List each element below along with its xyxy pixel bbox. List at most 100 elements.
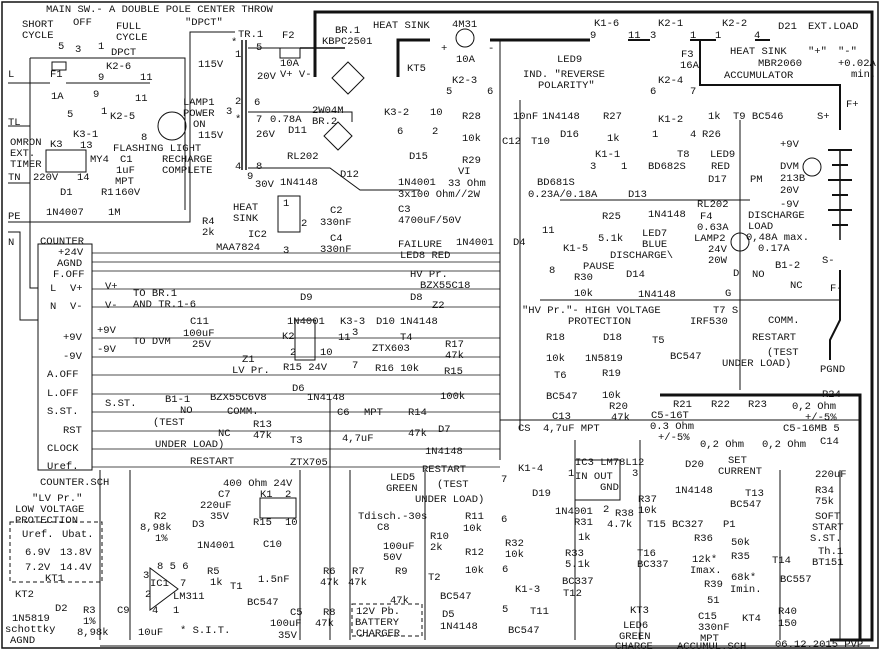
component-label: 1M xyxy=(108,207,121,219)
component-label: F- xyxy=(830,283,843,295)
component-label: OMRON xyxy=(10,137,42,149)
component-label: K3-3 xyxy=(340,316,366,328)
component-label: 6.9V xyxy=(25,547,51,559)
component-label: PROTECTION xyxy=(15,515,79,527)
component-label: min. xyxy=(851,69,877,81)
component-label: BT151 xyxy=(812,557,844,569)
component-label: T10 xyxy=(531,136,550,148)
component-label: 1 xyxy=(568,468,575,480)
component-label: "-" xyxy=(838,46,857,58)
component-label: R20 xyxy=(609,401,628,413)
component-label: F2 xyxy=(282,30,295,42)
component-label: 8,98k xyxy=(140,522,172,534)
component-label: DISCHARGE xyxy=(748,210,805,222)
component-label: D17 xyxy=(708,174,727,186)
component-label: 1uF xyxy=(116,165,135,177)
component-label: 10k xyxy=(546,353,565,365)
component-label: V+ xyxy=(105,281,118,293)
component-label: LED6 xyxy=(623,620,649,632)
component-label: 5 xyxy=(502,604,509,616)
component-label: COUNTER.SCH xyxy=(40,477,110,489)
component-label: KT4 xyxy=(742,613,761,625)
component-label: SET xyxy=(728,455,747,467)
component-label: * xyxy=(235,114,242,126)
component-label: BZX55C18 xyxy=(420,280,471,292)
component-label: R40 xyxy=(778,606,797,618)
component-label: SOFT xyxy=(815,511,841,523)
component-label: 5 xyxy=(58,41,65,53)
component-label: ON xyxy=(193,119,206,131)
component-label: R7 xyxy=(352,566,365,578)
power-bus xyxy=(699,40,841,130)
component-label: 220uF xyxy=(815,469,847,481)
component-label: V+ xyxy=(70,283,83,295)
component-label: 150 xyxy=(778,618,797,630)
component-label: D19 xyxy=(532,488,551,500)
component-label: CYCLE xyxy=(116,32,148,44)
component-label: POLARITY" xyxy=(538,80,595,92)
relay-k1-coil xyxy=(259,497,297,519)
component-label: Ubat. xyxy=(62,529,94,541)
component-label: FLASHING LIGHT xyxy=(113,143,202,155)
component-label: DPCT xyxy=(111,47,137,59)
component-label: LOAD xyxy=(748,221,774,233)
component-label: 0.78A xyxy=(270,114,302,126)
component-label: Z1 xyxy=(242,354,255,366)
component-label: CYCLE xyxy=(22,30,54,42)
component-label: -9V xyxy=(780,199,799,211)
component-label: 3 xyxy=(143,570,150,582)
component-label: MY4 xyxy=(90,154,109,166)
component-label: K1-1 xyxy=(595,149,621,161)
component-label: R6 xyxy=(323,566,336,578)
component-label: KT2 xyxy=(15,589,34,601)
component-label: V+ V- xyxy=(280,69,312,81)
component-label: 47k xyxy=(320,577,339,589)
component-label: 30V xyxy=(255,179,274,191)
component-label: 11 xyxy=(338,332,351,344)
component-label: 9 xyxy=(590,30,597,42)
component-label: 4 xyxy=(690,129,697,141)
component-label: 4M31 xyxy=(452,19,478,31)
component-label: R16 10k xyxy=(375,363,420,375)
component-label: 2 xyxy=(301,218,308,230)
component-label: D12 xyxy=(340,169,359,181)
component-label: T8 xyxy=(677,149,690,161)
component-label: 2 xyxy=(432,126,439,138)
component-label: 51 xyxy=(707,595,720,607)
component-label: LED9 xyxy=(710,149,736,161)
component-label: 3 xyxy=(75,44,82,56)
component-label: 75k xyxy=(815,496,834,508)
component-label: C14 xyxy=(820,436,839,448)
component-label: (TEST xyxy=(153,417,185,429)
component-label: COMM. xyxy=(227,406,259,418)
component-label: HEAT xyxy=(233,202,259,214)
shunt-bus xyxy=(660,393,862,640)
component-label: F.OFF xyxy=(53,269,85,281)
bridge-br1 xyxy=(331,61,365,95)
component-label: R15 24V xyxy=(283,362,328,374)
component-label: 1N4148 xyxy=(425,446,463,458)
component-label: 3 xyxy=(226,106,233,118)
component-label: KT5 xyxy=(407,63,426,75)
component-label: R24 xyxy=(822,389,841,401)
component-label: 6 xyxy=(650,86,657,98)
component-label: 115V xyxy=(198,130,224,142)
component-label: 2 xyxy=(603,504,610,516)
component-label: K3-1 xyxy=(73,129,99,141)
component-label: 3 xyxy=(283,245,290,257)
component-label: R12 xyxy=(465,547,484,559)
component-label: TR.1 xyxy=(238,29,264,41)
component-label: S- xyxy=(822,255,835,267)
battery-charger-box xyxy=(351,603,423,637)
component-label: 9 xyxy=(98,72,105,84)
component-label: D10 xyxy=(376,316,395,328)
component-label: KT1 xyxy=(45,573,64,585)
component-label: D1 xyxy=(60,187,73,199)
component-label: R32 xyxy=(505,538,524,550)
component-label: BC327 xyxy=(672,519,704,531)
component-label: R30 xyxy=(574,272,593,284)
component-label: 1N4148 xyxy=(400,316,438,328)
component-label: 100uF xyxy=(270,618,302,630)
component-label: R31 xyxy=(574,517,593,529)
component-label: 0.23A/0.18A xyxy=(528,189,598,201)
